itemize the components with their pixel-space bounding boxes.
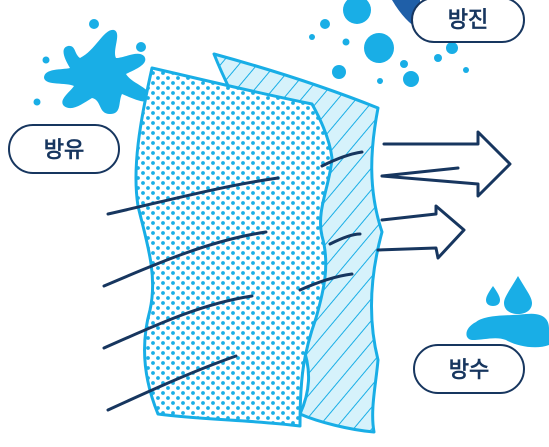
label-oilproof: 방유 (9, 125, 119, 173)
airflow-arrow-icon (378, 206, 464, 258)
label-waterproof: 방수 (414, 345, 524, 393)
filter-layer-front-texture (136, 68, 332, 426)
label-dustproof: 방진 (412, 0, 524, 42)
label-oilproof-text: 방유 (44, 138, 84, 163)
label-waterproof-text: 방수 (449, 358, 489, 383)
water-drops-icon (466, 276, 549, 347)
airflow-arrow-icon (382, 132, 510, 196)
label-dustproof-text: 방진 (448, 8, 488, 33)
